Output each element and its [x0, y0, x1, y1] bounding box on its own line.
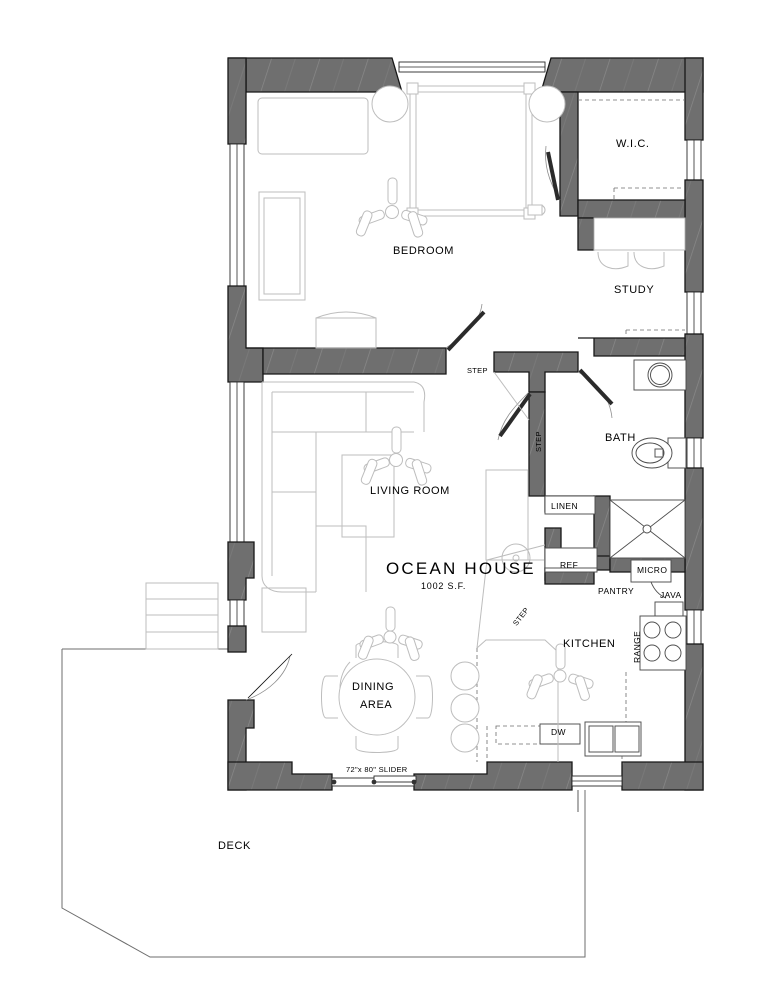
bed: [406, 82, 536, 220]
step-edge-kitchen: [476, 544, 546, 649]
window-left-2: [229, 381, 245, 543]
window-top: [398, 61, 546, 73]
room-label-bedroom: BEDROOM: [393, 245, 455, 257]
exterior-wall-top: [228, 57, 704, 93]
bar-stool: [450, 723, 480, 753]
window-right-4: [686, 609, 702, 645]
kitchen-sink: [584, 721, 642, 757]
ceiling-fan-living: [360, 426, 432, 486]
door-slider[interactable]: [331, 775, 417, 787]
page-title: OCEAN HOUSE: [386, 559, 536, 578]
bar-stool: [450, 693, 480, 723]
ceiling-fan-bedroom: [355, 177, 428, 238]
step-edge-hall: [493, 371, 530, 421]
interior-wall-study: [577, 217, 686, 357]
kitchen-fixtures: [450, 547, 687, 762]
exterior-wall-bottom: [227, 761, 704, 812]
step-label-bedroom: STEP: [467, 366, 488, 375]
interior-wall-hall: [493, 351, 614, 497]
window-right-2: [686, 291, 702, 335]
window-left-1: [229, 143, 245, 287]
shower: [609, 499, 686, 559]
study-furniture: [593, 217, 686, 270]
fixture-label-micro: MICRO: [637, 565, 668, 575]
fixture-label-linen: LINEN: [551, 501, 579, 511]
lamp-left: [371, 85, 409, 123]
lamp-right: [528, 85, 566, 123]
fixture-label-java: JAVA: [660, 590, 682, 600]
room-label-kitchen: KITCHEN: [563, 638, 616, 650]
window-left-3: [229, 599, 245, 627]
fixture-label-dw: DW: [551, 727, 566, 737]
room-label-dining-area-line2: AREA: [360, 699, 393, 711]
interior-wall-wic: [545, 91, 686, 219]
window-right-1: [686, 139, 702, 181]
fixture-label-pantry: PANTRY: [598, 586, 635, 596]
room-label-study: STUDY: [614, 284, 655, 296]
fixture-label-range: RANGE: [632, 630, 642, 663]
opening-label-slider: 72"x 80" SLIDER: [346, 765, 408, 774]
window-bottom-right: [571, 775, 623, 787]
room-label-dining-area-line1: DINING: [352, 681, 395, 693]
deck-stairs: [145, 582, 219, 650]
area-subtitle: 1002 S.F.: [421, 581, 467, 591]
ceiling-fan-kitchen: [526, 643, 594, 701]
interior-wall-bedroom-living: [246, 303, 486, 375]
range: [639, 615, 687, 671]
step-label-hall: STEP: [534, 431, 543, 452]
window-right-3: [686, 437, 702, 469]
room-label-living-room: LIVING ROOM: [370, 485, 450, 497]
ceiling-fan-dining: [357, 606, 423, 661]
room-label-deck: DECK: [218, 840, 251, 852]
room-label-wic: W.I.C.: [616, 138, 650, 150]
exterior-wall-left: [227, 57, 293, 791]
fixture-label-ref: REF: [560, 560, 579, 570]
bar-stool: [450, 661, 480, 691]
bath-fixtures: [544, 359, 687, 559]
exterior-wall-right: [684, 57, 704, 791]
toilet: [631, 437, 687, 469]
room-label-bath: BATH: [605, 432, 636, 444]
dining-table: [338, 658, 416, 736]
bedroom-furniture: [257, 82, 566, 349]
